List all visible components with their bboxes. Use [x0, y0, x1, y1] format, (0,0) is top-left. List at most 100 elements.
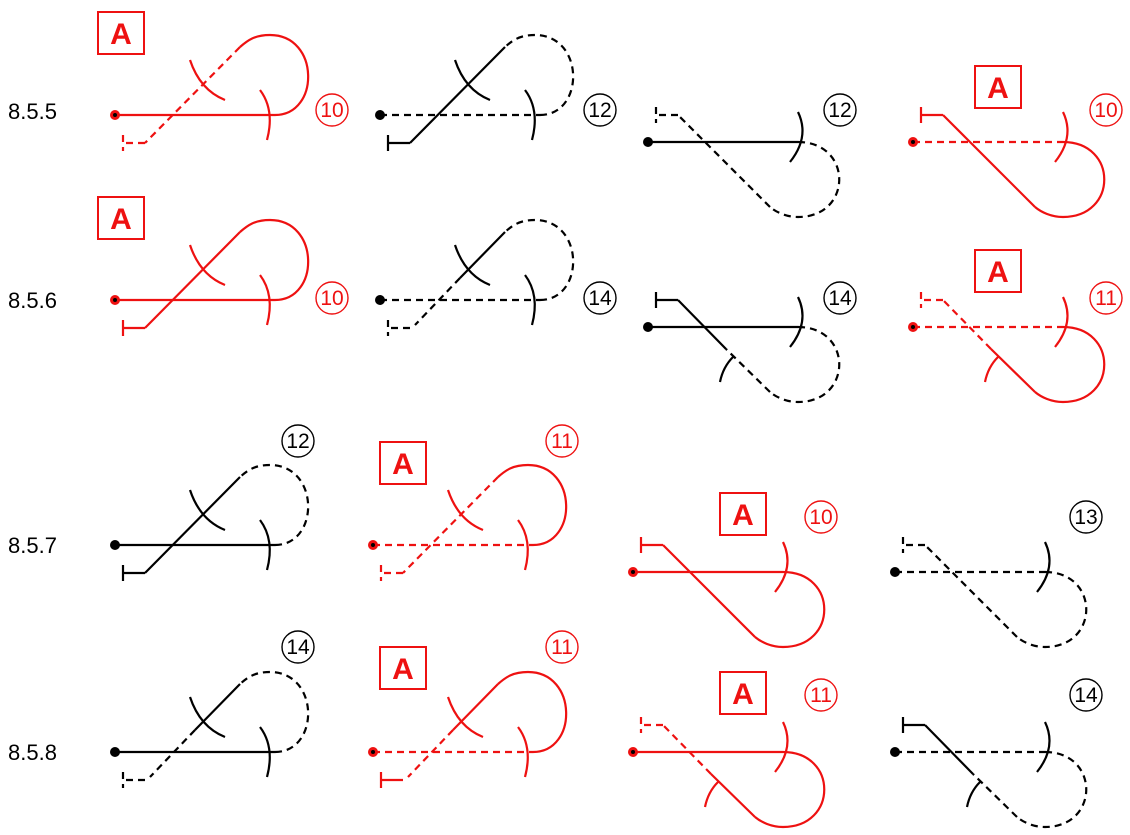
badge-box	[379, 441, 427, 485]
tick-arc-upper	[774, 721, 789, 773]
knot-figure: 11 A	[908, 249, 1123, 404]
diagonal-upper	[662, 724, 712, 775]
number-circle	[1089, 281, 1123, 315]
foot-end	[901, 717, 925, 733]
figure-number: 14	[1074, 684, 1098, 707]
diagonal-line	[144, 46, 241, 144]
foot-end	[121, 135, 145, 151]
tick-arc-upper	[188, 59, 226, 102]
tick-arc-lower	[259, 726, 271, 778]
figure-number: 14	[286, 636, 310, 659]
diagonal-line	[144, 476, 241, 574]
diagonal-line	[402, 476, 499, 574]
figure-number: 12	[588, 99, 611, 122]
knot-figure: 10A	[97, 11, 349, 151]
diagonal-lower	[990, 348, 1036, 393]
number-circle	[315, 281, 349, 315]
figure-number: 13	[1074, 506, 1097, 529]
foot-end	[901, 537, 925, 553]
loop-arc	[239, 218, 310, 302]
tick-arc-upper	[1054, 111, 1069, 163]
foot-end	[919, 292, 943, 308]
number-circle	[1069, 500, 1103, 534]
tick-arc-lower	[259, 89, 271, 141]
diagonal-line	[144, 231, 241, 329]
badge-letter: A	[110, 18, 132, 51]
number-circle	[545, 424, 579, 458]
badge-box	[379, 646, 427, 690]
loop-arc	[504, 33, 575, 117]
badge-letter: A	[987, 72, 1009, 105]
diagonal-line	[409, 46, 506, 144]
start-dot	[643, 137, 653, 147]
knot-figure: 12	[643, 93, 857, 219]
badge-box	[974, 249, 1022, 293]
tick-arc-upper	[789, 111, 804, 163]
tick-arc-lower	[517, 519, 529, 571]
row-label-8-5-7: 8.5.7	[8, 533, 57, 558]
figure-number: 14	[828, 287, 852, 310]
foot-end	[386, 320, 410, 336]
foot-end	[121, 772, 145, 788]
start-dot-core	[371, 543, 375, 547]
figure-number: 11	[1095, 287, 1117, 310]
knot-figure: 14	[890, 678, 1103, 829]
diagonal-line	[662, 544, 756, 638]
number-circle	[315, 93, 349, 127]
figure-number: 11	[551, 636, 573, 659]
badge-letter: A	[987, 256, 1009, 289]
start-dot-core	[631, 570, 635, 574]
figure-number: 10	[809, 506, 832, 529]
knot-figure: 13	[890, 500, 1103, 649]
loop-arc	[754, 570, 826, 649]
start-dot-core	[911, 140, 915, 144]
number-circle	[823, 93, 857, 127]
figure-number: 10	[320, 287, 343, 310]
knot-figure: 11A	[628, 671, 838, 829]
start-dot-core	[113, 298, 117, 302]
row-label-8-5-5: 8.5.5	[8, 99, 57, 124]
start-dot	[643, 322, 653, 332]
number-circle	[583, 93, 617, 127]
diagonal-line	[942, 114, 1036, 208]
diagonal-line	[677, 114, 771, 208]
loop-arc	[497, 670, 568, 754]
foot-end	[639, 537, 663, 553]
number-circle	[281, 424, 315, 458]
number-circle	[804, 678, 838, 712]
knot-figure: 10A	[628, 492, 838, 649]
diagonal-lower	[725, 348, 771, 393]
number-circle	[823, 281, 857, 315]
start-dot-core	[371, 750, 375, 754]
foot-end	[379, 772, 403, 788]
start-dot	[375, 295, 385, 305]
foot-end	[121, 565, 145, 581]
knot-figure: 14	[375, 218, 617, 336]
figure-number: 12	[828, 99, 851, 122]
diagonal-upper	[924, 724, 974, 775]
knot-figure: 11A	[368, 630, 579, 788]
tick-arc-upper	[188, 244, 226, 287]
number-circle	[281, 630, 315, 664]
knot-figure: 11A	[368, 424, 579, 581]
foot-end	[121, 320, 145, 336]
tick-arc-upper	[774, 541, 789, 593]
loop-arc	[1016, 570, 1088, 649]
loop-arc	[1034, 325, 1106, 404]
foot-end	[654, 107, 678, 123]
figure-number: 10	[1094, 99, 1117, 122]
tick-arc-lower	[524, 274, 536, 326]
badge-box	[719, 492, 767, 536]
foot-end	[386, 135, 410, 151]
foot-end	[919, 107, 943, 123]
diagonal-upper	[459, 231, 506, 279]
number-circle	[804, 500, 838, 534]
loop-arc	[497, 463, 568, 547]
diagonal-lower	[149, 729, 196, 778]
badge-letter: A	[392, 653, 414, 686]
row-label-8-5-8: 8.5.8	[8, 740, 57, 765]
row-label-8-5-6: 8.5.6	[8, 288, 57, 313]
loop-arc	[1034, 140, 1106, 219]
